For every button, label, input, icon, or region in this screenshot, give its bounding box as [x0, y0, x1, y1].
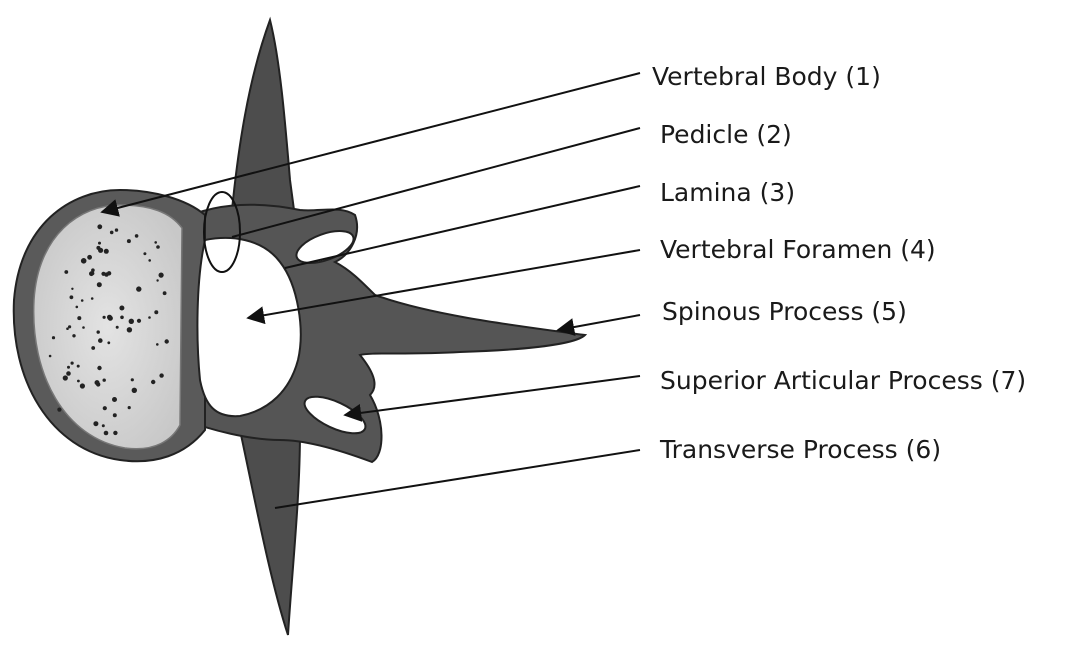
- trabecular-dot: [66, 327, 69, 331]
- trabecular-dot: [98, 338, 103, 343]
- trabecular-dot: [112, 397, 117, 402]
- trabecular-dot: [154, 310, 159, 315]
- trabecular-dot: [143, 252, 147, 256]
- trabecular-dot: [62, 375, 68, 381]
- trabecular-dot: [120, 315, 124, 320]
- label-pedicle: Pedicle (2): [660, 120, 792, 149]
- trabecular-dot: [102, 315, 106, 319]
- trabecular-dot: [76, 364, 80, 368]
- trabecular-dot: [101, 424, 105, 428]
- trabecular-dot: [107, 341, 111, 345]
- trabecular-dot: [72, 334, 76, 338]
- trabecular-dot: [112, 413, 117, 418]
- trabecular-dot: [66, 371, 71, 376]
- trabecular-dot: [77, 316, 82, 321]
- trabecular-dot: [102, 406, 107, 411]
- trabecular-dot: [151, 379, 156, 385]
- trabecular-dot: [136, 318, 142, 323]
- trabecular-dot: [159, 373, 164, 378]
- trabecular-dot: [134, 234, 139, 238]
- leader-spinous-process: [556, 314, 641, 336]
- trabecular-dot: [91, 346, 96, 350]
- trabecular-dot: [148, 316, 151, 319]
- trabecular-dot: [79, 383, 85, 389]
- inferior-articular-facet: [303, 395, 367, 435]
- lower-transverse-process: [238, 429, 302, 636]
- trabecular-dot: [156, 343, 159, 346]
- trabecular-dot: [89, 271, 94, 277]
- trabecular-dot: [67, 365, 70, 369]
- trabecular-dot: [109, 230, 114, 235]
- vertebral-foramen-opening: [196, 237, 302, 418]
- trabecular-dot: [119, 305, 125, 311]
- label-transverse-process: Transverse Process (6): [660, 435, 942, 464]
- trabecular-dot: [115, 325, 119, 329]
- trabecular-dot: [48, 354, 52, 358]
- trabecular-dot: [71, 287, 74, 290]
- trabecular-dot: [51, 336, 56, 340]
- trabecular-dot: [148, 259, 151, 262]
- trabecular-dot: [93, 421, 99, 427]
- trabecular-dot: [103, 430, 109, 436]
- trabecular-dot: [128, 318, 134, 324]
- trabecular-dot: [70, 361, 74, 365]
- trabecular-dot: [154, 241, 157, 244]
- label-superior-articular-process: Superior Articular Process (7): [660, 366, 1027, 395]
- leader-superior-articular-process: [343, 375, 641, 422]
- label-lamina: Lamina (3): [660, 178, 796, 207]
- trabecular-dot: [57, 407, 62, 412]
- trabecular-dot: [106, 271, 112, 276]
- leader-vertebral-foramen: [246, 249, 641, 325]
- trabecular-dot: [113, 430, 118, 436]
- trabecular-dot: [164, 339, 169, 344]
- trabecular-dot: [94, 380, 100, 386]
- vertebral-body: [32, 204, 183, 450]
- trabecular-dot: [158, 272, 164, 278]
- trabecular-dot: [87, 254, 92, 260]
- leader-transverse-process: [274, 449, 641, 509]
- trabecular-dot: [77, 379, 80, 383]
- pedicle-outline: [203, 191, 241, 273]
- trabecular-dot: [156, 279, 159, 282]
- trabecular-dot: [127, 406, 131, 410]
- leader-lines: [100, 72, 641, 509]
- trabecular-dot: [97, 224, 103, 230]
- trabecular-dot: [90, 297, 94, 300]
- label-spinous-process: Spinous Process (5): [662, 297, 907, 326]
- trabecular-dot: [131, 387, 137, 393]
- trabecular-dot: [156, 245, 160, 249]
- trabecular-dot: [130, 378, 134, 382]
- trabecular-dot: [96, 330, 100, 334]
- trabecular-dot: [114, 228, 119, 232]
- trabecular-dot: [80, 299, 84, 302]
- trabecular-dot: [98, 241, 101, 245]
- trabecular-dot: [64, 270, 69, 274]
- trabecular-dot: [126, 327, 133, 333]
- leader-pedicle: [231, 127, 641, 238]
- trabecular-dot: [80, 258, 87, 264]
- trabecular-dot: [107, 315, 113, 321]
- leader-vertebral-body: [100, 72, 641, 217]
- superior-articular-facet: [295, 230, 355, 264]
- trabecular-dot: [68, 325, 72, 329]
- label-vertebral-body: Vertebral Body (1): [652, 62, 881, 91]
- trabecular-dot: [97, 365, 102, 371]
- trabecular-dot: [69, 295, 74, 300]
- trabecular-dot: [102, 378, 106, 382]
- trabecular-dot: [136, 286, 142, 292]
- leader-lamina: [284, 185, 641, 269]
- trabecular-dot: [75, 305, 79, 309]
- trabecular-dots: [48, 224, 169, 436]
- trabecular-dot: [96, 282, 102, 288]
- trabecular-dot: [98, 247, 104, 253]
- trabecular-dot: [91, 268, 95, 273]
- trabecular-dot: [126, 239, 131, 244]
- trabecular-dot: [162, 291, 167, 296]
- label-vertebral-foramen: Vertebral Foramen (4): [660, 235, 936, 264]
- trabecular-dot: [82, 326, 85, 329]
- upper-transverse-process: [230, 16, 298, 230]
- trabecular-dot: [103, 248, 109, 254]
